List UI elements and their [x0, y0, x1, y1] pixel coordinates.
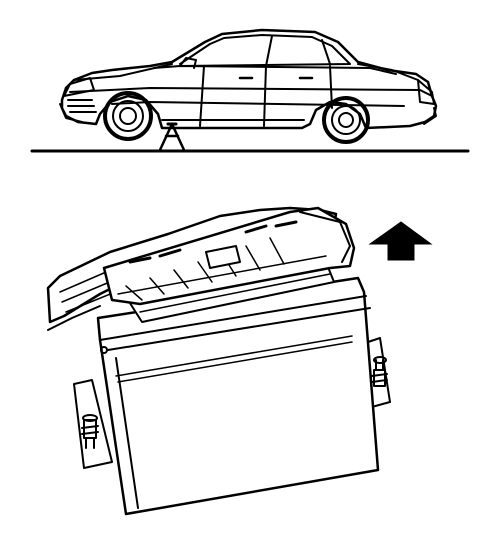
- connector-lower-edge: [118, 256, 326, 294]
- housing-top-flange: [98, 296, 366, 340]
- right-mounting-bolt: [372, 357, 387, 386]
- trunk-line: [358, 64, 418, 80]
- control-module-illustration: [48, 208, 390, 514]
- grille-lines: [68, 100, 96, 112]
- lower-crease: [112, 102, 404, 106]
- left-mounting-bolt: [82, 415, 98, 448]
- harness-loose-wire: [48, 306, 100, 330]
- up-arrow-icon: [370, 222, 431, 260]
- rear-wheel: [324, 98, 368, 142]
- headlamp: [64, 78, 94, 96]
- front-door-edge: [200, 66, 204, 126]
- housing-groove: [116, 336, 352, 382]
- connector-header-slot: [140, 274, 330, 312]
- car-body-outline: [62, 30, 436, 128]
- housing-inner-edge: [108, 308, 370, 350]
- side-mirror: [180, 58, 196, 68]
- housing-screw: [101, 347, 107, 353]
- c-pillar: [322, 40, 330, 64]
- connector-locking-tab: [206, 246, 240, 268]
- vehicle-illustration: [32, 30, 468, 151]
- tail-lamp: [418, 80, 434, 104]
- connector-latch: [300, 212, 350, 262]
- b-pillar: [266, 36, 272, 66]
- jack-stand: [160, 124, 184, 150]
- window-frame: [180, 35, 350, 66]
- hood-line: [74, 64, 172, 80]
- rear-door-edge: [264, 66, 266, 126]
- body-crease: [70, 88, 432, 96]
- front-wheel: [105, 93, 151, 139]
- belt-line: [154, 66, 396, 74]
- connector-cavities: [130, 222, 296, 262]
- housing-side-edge: [116, 358, 138, 508]
- rear-bumper: [424, 108, 436, 124]
- front-bumper: [60, 104, 82, 122]
